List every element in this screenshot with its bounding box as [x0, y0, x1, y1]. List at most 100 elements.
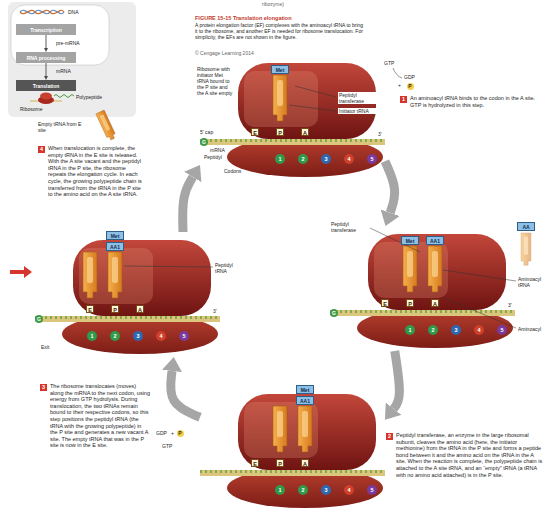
text-holder: Ribosome — [20, 106, 43, 112]
flow-arrow — [46, 35, 47, 48]
text-holder: 5' cap — [200, 129, 213, 135]
step-number: 1 — [400, 96, 407, 103]
molecule-label: GDP — [404, 74, 415, 80]
ribosome: EPA — [200, 386, 385, 511]
site-letter: E — [251, 128, 259, 136]
text-holder: 4 — [38, 146, 45, 153]
site-letter: P — [276, 459, 284, 467]
codon-number: 5 — [179, 331, 189, 341]
plus-sign: + — [171, 430, 174, 436]
text-holder: + — [398, 82, 401, 88]
leader-line — [444, 298, 516, 328]
text-holder: 2 — [386, 433, 393, 440]
cap-symbol: G — [200, 138, 208, 146]
text-holder: P — [177, 430, 184, 437]
step-text: The ribosome translocates (moves) along … — [50, 383, 150, 449]
step-text: An aminoacyl tRNA binds to the codon in … — [410, 95, 542, 108]
initiator-trna — [273, 75, 287, 121]
text-holder: 3 — [133, 331, 143, 341]
text-holder: mRNA — [210, 147, 225, 153]
amino-acid: AA1 — [296, 396, 314, 405]
a-site-trna — [428, 246, 442, 292]
cap-symbol: G — [35, 315, 43, 323]
text-holder: GTP — [162, 443, 172, 449]
text-holder: E — [251, 128, 259, 136]
text-holder: GDP — [404, 74, 415, 80]
credit-line: © Cengage Learning 2014 — [195, 50, 254, 56]
text-holder: Polypeptide — [76, 94, 102, 100]
text-holder: Exit — [41, 344, 49, 350]
ribosome-right — [330, 233, 531, 348]
text-holder: 3' — [508, 302, 512, 308]
text-holder: 3 — [321, 485, 331, 495]
text-holder: AA — [517, 222, 535, 231]
inset-panel — [8, 2, 136, 117]
codon-number: 3 — [321, 485, 331, 495]
codon-number: 4 — [156, 331, 166, 341]
part-label: Peptidyl — [204, 154, 222, 160]
p-site-trna — [403, 246, 417, 292]
text-holder: ribozyme) — [262, 1, 284, 7]
amino-acid: Met — [401, 236, 419, 245]
nucleus-outline — [11, 5, 109, 65]
text-holder: 3 — [451, 325, 461, 335]
codon-number: 4 — [344, 154, 354, 164]
part-label: 5' cap — [200, 129, 213, 135]
text-holder: 2 — [428, 325, 438, 335]
a-site-trna — [298, 406, 312, 452]
text-holder: A — [301, 128, 309, 136]
text-holder: Met — [401, 236, 419, 245]
text-holder: A — [136, 305, 144, 313]
text-holder: P — [276, 459, 284, 467]
text-holder: A protein elongation factor (EF) complex… — [195, 22, 365, 40]
figure-title: FIGURE 15-15 Translation elongation — [195, 15, 365, 22]
text-holder: pre-mRNA — [56, 40, 80, 46]
text-holder: Peptidyl — [204, 154, 222, 160]
text-holder: P — [276, 128, 284, 136]
codon-number: 2 — [298, 154, 308, 164]
amino-acid: Met — [296, 385, 314, 394]
cap-symbol: G — [330, 309, 338, 317]
process-band: RNA processing — [16, 52, 76, 63]
site-letter: E — [86, 305, 94, 313]
cycle-arrow — [171, 371, 200, 417]
site-letter: P — [406, 299, 414, 307]
part-label: Peptidyl transferase — [338, 92, 378, 104]
text-holder: P — [111, 305, 119, 313]
cycle-arrow — [385, 161, 395, 213]
flow-arrow — [46, 63, 47, 76]
text-holder: 4 — [344, 485, 354, 495]
part-label: Initiator tRNA — [338, 108, 378, 114]
panel-label: Ribosome — [20, 106, 43, 112]
text-holder: 1 — [275, 154, 285, 164]
leader-line — [124, 266, 213, 267]
text-holder: Met — [296, 385, 314, 394]
site-letter: A — [301, 459, 309, 467]
step-text: When translocation is complete, the empt… — [48, 145, 143, 198]
text-holder: 3 — [40, 384, 47, 391]
cycle-arrow — [183, 177, 193, 232]
site-letter: E — [381, 299, 389, 307]
step-number: 3 — [40, 384, 47, 391]
text-holder: 3' — [378, 131, 382, 137]
text-holder: 5 — [367, 485, 377, 495]
codon-number: 1 — [405, 325, 415, 335]
band-text: RNA processing — [27, 55, 66, 61]
text-holder: 2 — [110, 331, 120, 341]
e-site-trna — [83, 252, 97, 298]
codon-number: 4 — [344, 485, 354, 495]
step-number: 4 — [38, 146, 45, 153]
cycle-arrow — [394, 351, 400, 409]
text-holder: 1 — [400, 96, 407, 103]
codon-number: 3 — [321, 154, 331, 164]
text-holder: FIGURE 15-15 Translation elongation — [195, 15, 365, 22]
leader-line — [443, 270, 516, 281]
ribosome-drawing — [35, 240, 220, 354]
panel-label: mRNA — [56, 68, 71, 74]
end-label: 3' — [378, 131, 382, 137]
text-holder: Ribosome with initiator Met tRNA bound t… — [197, 66, 235, 96]
part-label: Codons — [224, 168, 241, 174]
mini-ribosome — [40, 93, 52, 100]
text-holder: 4 — [474, 325, 484, 335]
text-holder: AA1 — [106, 242, 124, 251]
